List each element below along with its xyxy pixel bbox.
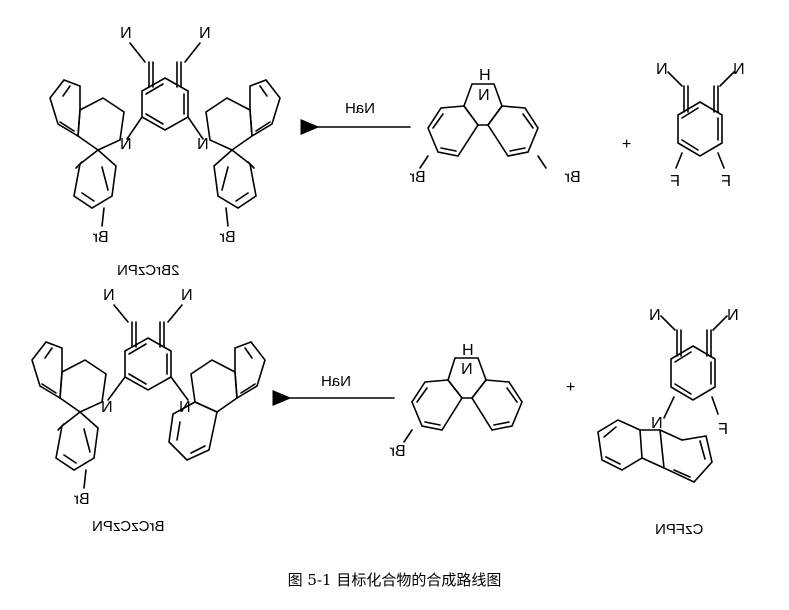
synthesis-scheme: N N N N Br Br 2BrCzPN NaH H N Br Br + [31, 25, 745, 538]
product-name-2brczpn: 2BrCzPN [117, 262, 180, 279]
atom-label-n: N [461, 361, 473, 378]
figure-caption: 图 5-1 目标化合物的合成路线图 [287, 571, 502, 589]
atom-label-n: N [656, 61, 668, 78]
atom-label-f: F [718, 421, 728, 438]
reactant-name-czfpn: CzFPN [655, 521, 703, 538]
plus-sign: + [622, 136, 631, 153]
atom-label-n: N [649, 307, 661, 324]
atom-label-br: Br [409, 169, 426, 186]
plus-sign: + [566, 379, 575, 396]
atom-label-n: N [179, 399, 191, 416]
atom-label-n: N [727, 307, 739, 324]
atom-label-n: N [478, 87, 490, 104]
product-name-brczczpn: BrCzCzPN [92, 518, 165, 535]
reactant-dibromocarbazole-structure: H N Br Br [409, 67, 581, 186]
atom-label-br: Br [92, 229, 109, 246]
atom-label-n: N [181, 287, 193, 304]
atom-label-br: Br [73, 491, 90, 508]
atom-label-n: N [103, 287, 115, 304]
atom-label-n: N [651, 415, 663, 432]
atom-label-br: Br [389, 443, 406, 460]
atom-label-n: N [101, 399, 113, 416]
atom-label-f: F [670, 173, 680, 190]
atom-label-br: Br [564, 169, 581, 186]
atom-label-n: N [120, 25, 132, 42]
product-2brczpn-structure: N N N N Br Br [49, 25, 281, 246]
atom-label-f: F [721, 173, 731, 190]
reactant-czfpn-structure: N N N F [597, 307, 739, 483]
product-brczczpn-structure: N N N N Br [31, 287, 266, 508]
reactant-difluorophthalonitrile-structure: N N F F [656, 61, 745, 190]
atom-label-h: H [479, 67, 491, 84]
atom-label-n: N [733, 61, 745, 78]
reactant-bromocarbazole-structure: H N Br [389, 342, 523, 460]
reagent-label: NaH [345, 100, 375, 117]
atom-label-br: Br [219, 229, 236, 246]
atom-label-n: N [199, 25, 211, 42]
atom-label-n: N [197, 136, 209, 153]
reagent-label: NaH [321, 373, 351, 390]
atom-label-h: H [462, 342, 474, 359]
atom-label-n: N [120, 136, 132, 153]
